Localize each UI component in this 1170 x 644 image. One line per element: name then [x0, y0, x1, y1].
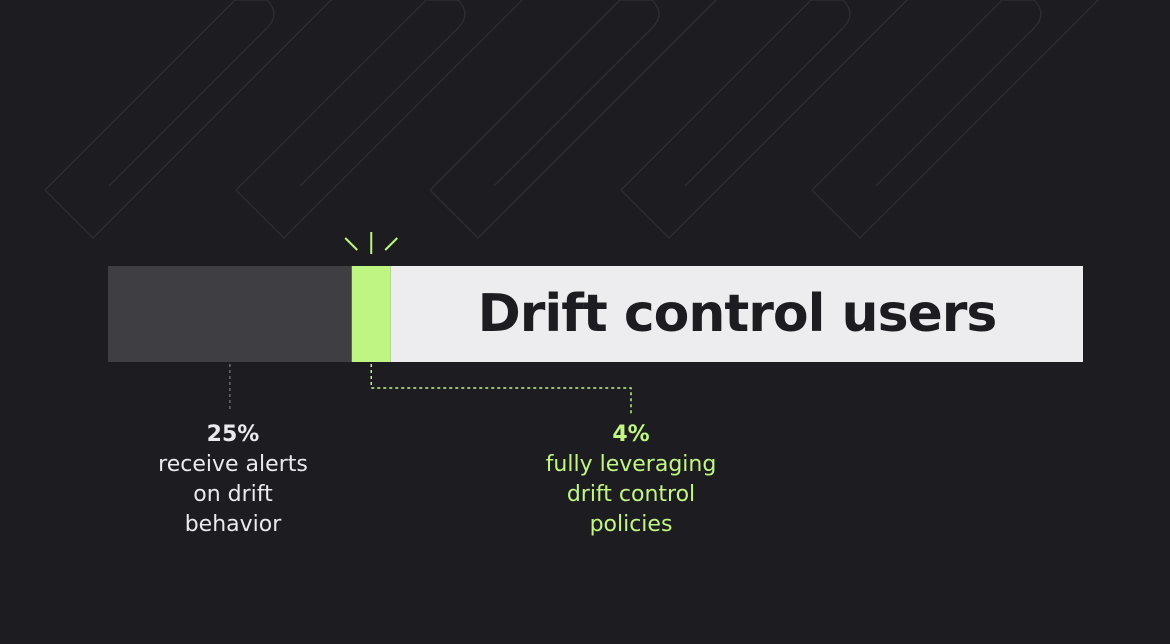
bar-segment-1	[351, 266, 391, 362]
bar-segment-0	[108, 266, 352, 362]
callout-full-usage-value: 4%	[612, 422, 650, 447]
pattern-chevron-1	[235, 0, 524, 240]
spark-ray-left	[344, 237, 358, 251]
pattern-chevron-4	[811, 0, 1100, 240]
connector-full-usage	[370, 364, 632, 414]
spark-icon	[344, 232, 398, 254]
bar-segment-2	[390, 266, 1083, 362]
pattern-chevron-0	[44, 0, 333, 240]
callout-full-usage: 4% fully leveraging drift control polici…	[516, 420, 746, 540]
pattern-chevron-2	[429, 0, 718, 240]
callout-full-usage-text: fully leveraging drift control policies	[545, 452, 717, 537]
callout-alerts-value: 25%	[206, 422, 260, 447]
callout-alerts: 25% receive alerts on drift behavior	[133, 420, 333, 540]
chart-title: Drift control users	[477, 284, 998, 344]
spark-ray-right	[384, 237, 398, 251]
callout-alerts-text: receive alerts on drift behavior	[158, 452, 308, 537]
pattern-chevron-3	[620, 0, 909, 240]
